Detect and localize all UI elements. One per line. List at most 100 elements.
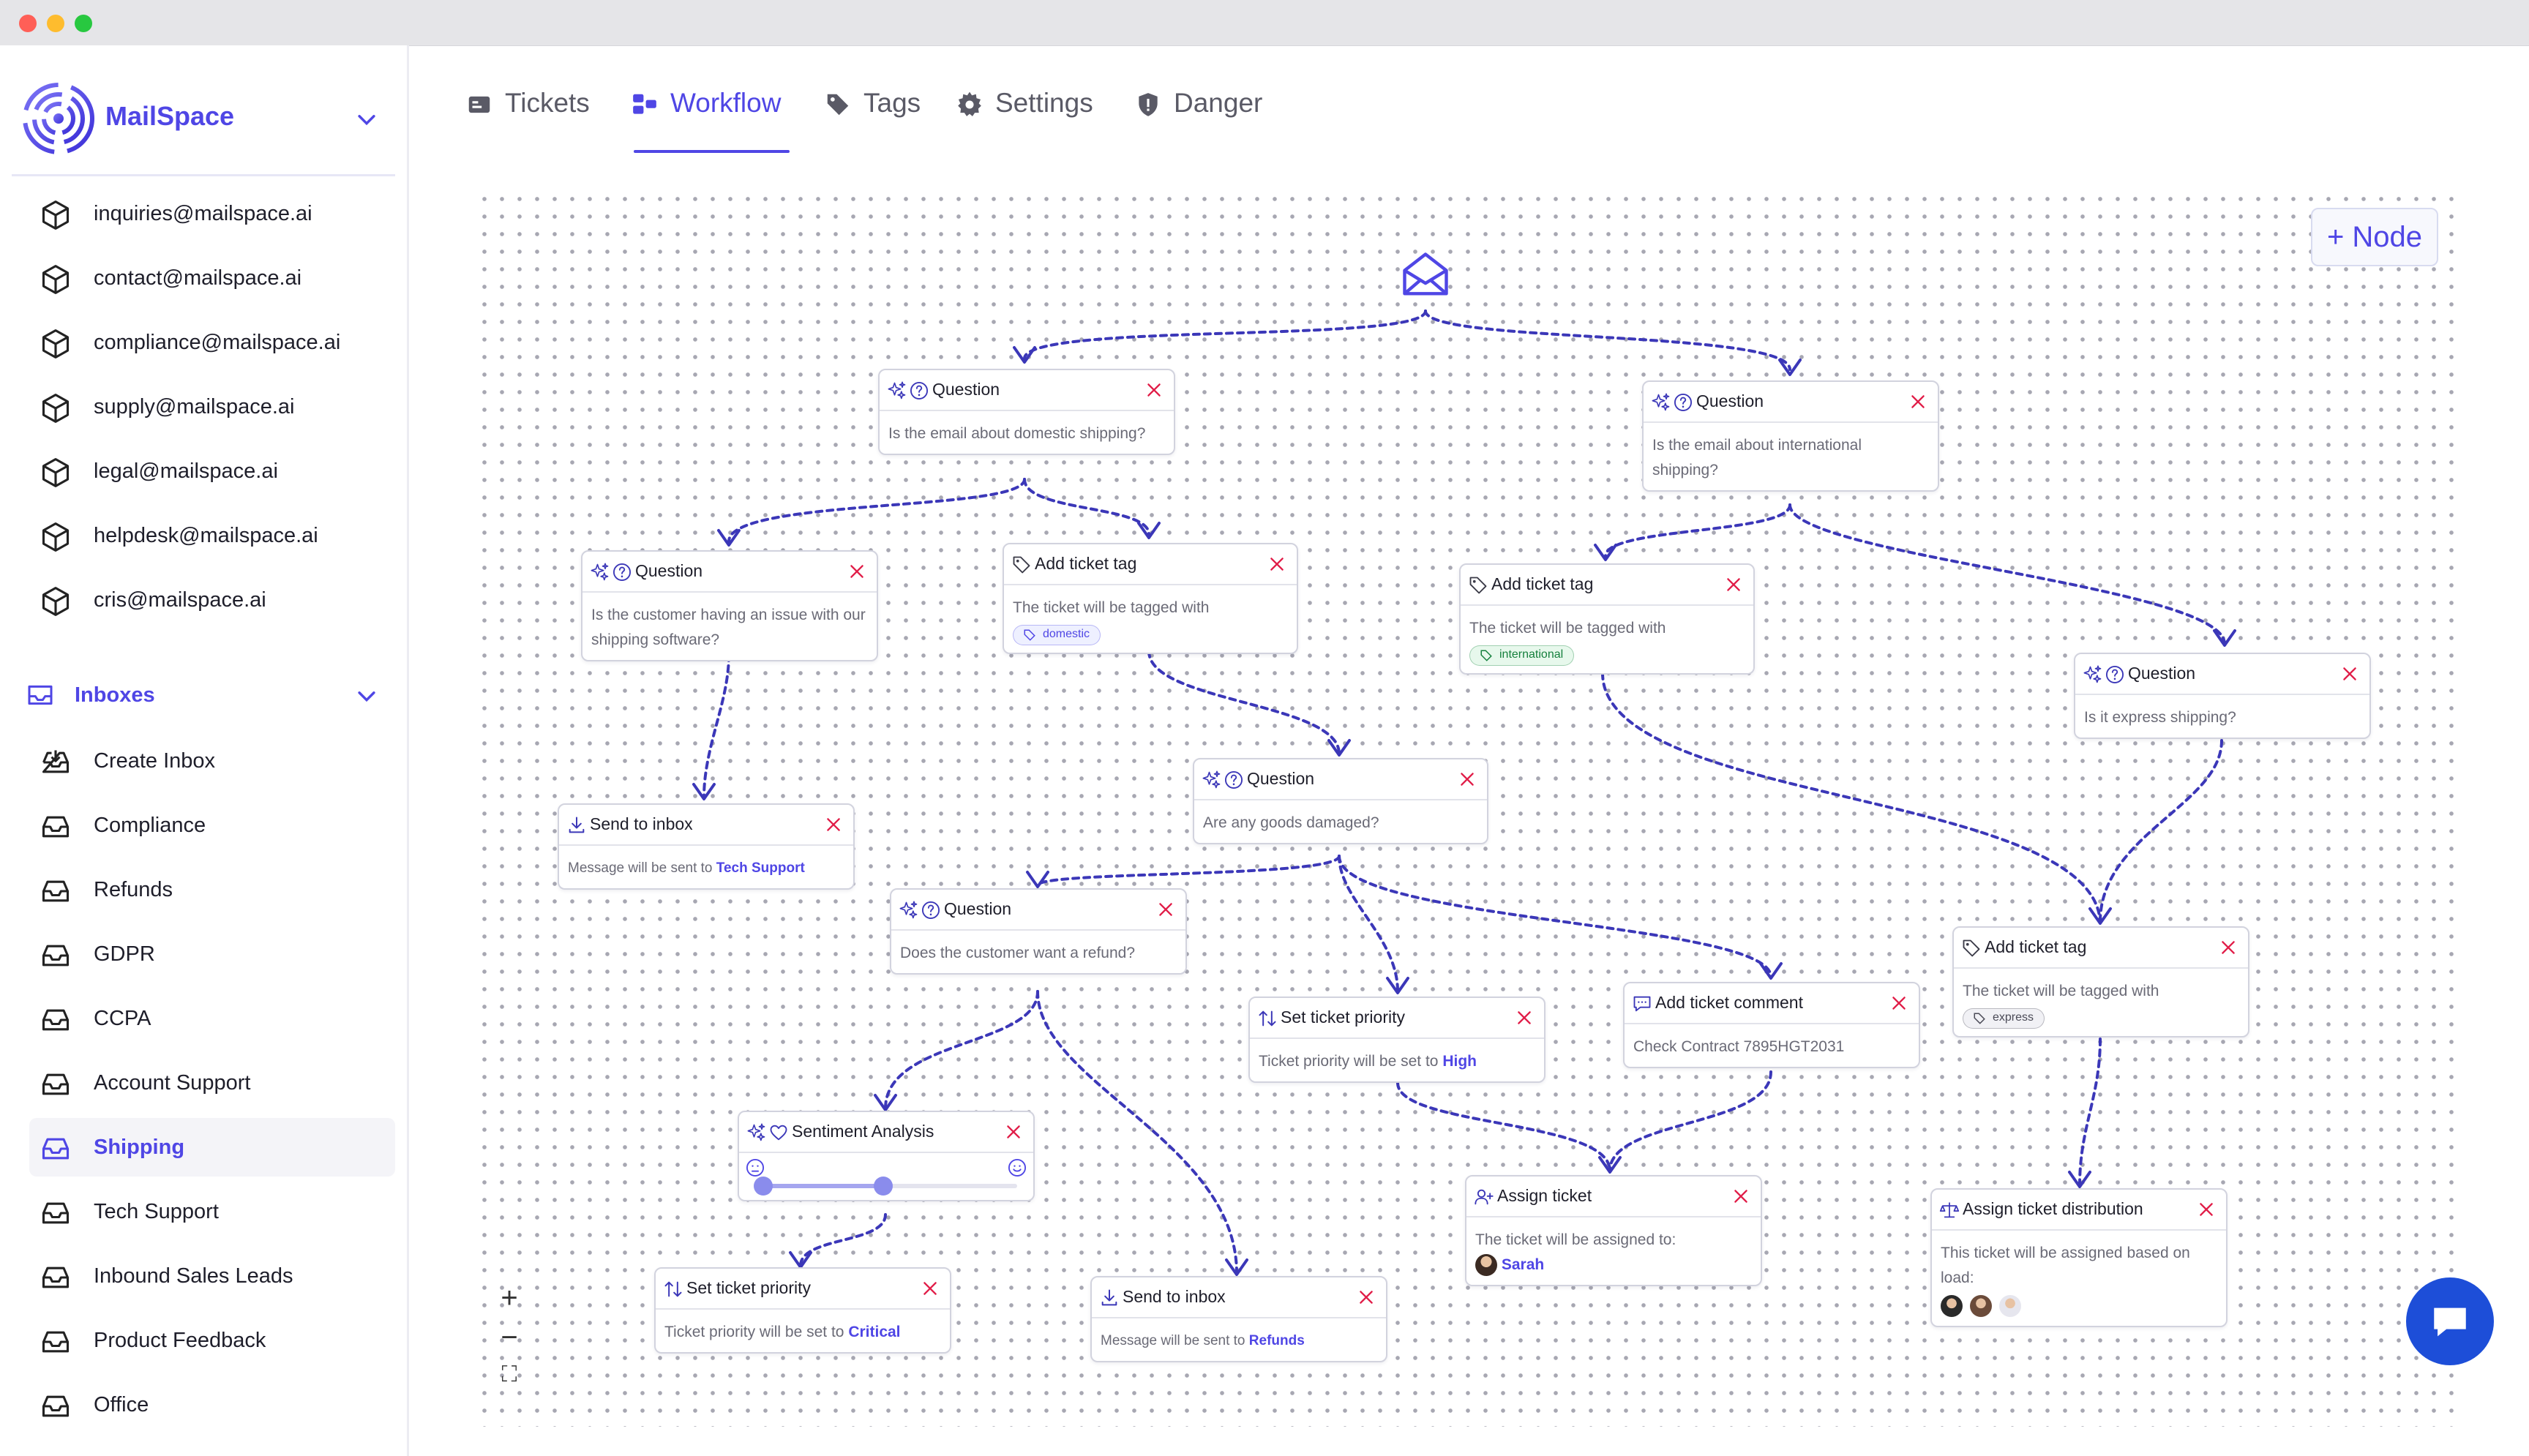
sidebar-inbox-item[interactable]: Shipping [29, 1118, 395, 1177]
chevron-down-icon[interactable] [354, 107, 379, 132]
sidebar-inbox-item[interactable]: Tech Support [29, 1182, 395, 1241]
close-icon[interactable] [2340, 664, 2359, 683]
fit-view-button[interactable]: ⛶ [501, 1362, 517, 1386]
sidebar-inbox-label: Product Feedback [94, 1329, 266, 1352]
workflow-node-q-domestic[interactable]: Question Is the email about domestic ship… [878, 369, 1175, 455]
zoom-in-button[interactable]: + [501, 1282, 518, 1314]
node-text: The ticket will be assigned to: [1475, 1231, 1676, 1248]
close-icon[interactable] [1889, 994, 1908, 1013]
sidebar-inbox-label: CCPA [94, 1007, 151, 1030]
close-icon[interactable] [1004, 1122, 1023, 1141]
tag-pill[interactable]: express [1963, 1008, 2045, 1029]
close-icon[interactable] [1357, 1288, 1376, 1307]
sidebar-inbox-item[interactable]: Product Feedback [29, 1311, 395, 1370]
chat-support-button[interactable] [2406, 1277, 2494, 1365]
sidebar-inbox-item[interactable]: Office [29, 1376, 395, 1434]
zoom-out-button[interactable]: − [501, 1321, 518, 1354]
sidebar-inbox-item[interactable]: Create Inbox [29, 732, 395, 790]
close-icon[interactable] [1458, 770, 1477, 789]
close-icon[interactable] [847, 562, 866, 581]
close-icon[interactable] [2197, 1200, 2216, 1219]
sidebar-inbox-item[interactable]: Refunds [29, 860, 395, 919]
sidebar-email-item[interactable]: cris@mailspace.ai [29, 571, 395, 629]
close-icon[interactable] [824, 815, 843, 834]
close-icon[interactable] [1156, 900, 1175, 919]
assignee-name: Sarah [1501, 1256, 1545, 1273]
node-title: Send to inbox [1123, 1287, 1226, 1306]
node-target-value: High [1442, 1053, 1477, 1070]
question-icon [2105, 664, 2125, 685]
maximize-window-button[interactable] [75, 15, 92, 32]
tag-pill[interactable]: international [1469, 645, 1575, 666]
node-text: Is the email about domestic shipping? [888, 425, 1146, 442]
sentiment-slider-handle-low[interactable] [753, 1177, 773, 1196]
ai-sparkle-icon [887, 380, 907, 401]
node-text: Is the customer having an issue with our… [591, 607, 866, 648]
sidebar-email-label: inquiries@mailspace.ai [94, 202, 312, 225]
sidebar-email-item[interactable]: helpdesk@mailspace.ai [29, 506, 395, 565]
close-icon[interactable] [1144, 380, 1164, 399]
question-icon [921, 900, 941, 920]
node-text: Does the customer want a refund? [900, 945, 1136, 961]
close-icon[interactable] [2219, 938, 2238, 957]
email-trigger-icon[interactable] [1398, 247, 1453, 303]
sidebar-inbox-label: Refunds [94, 878, 173, 901]
inboxes-section-header[interactable]: Inboxes [22, 669, 388, 720]
sidebar-inbox-item[interactable]: Account Support [29, 1054, 395, 1112]
close-icon[interactable] [921, 1279, 940, 1298]
node-text: Ticket priority will be set to [664, 1324, 844, 1340]
cube-icon [40, 328, 72, 360]
sentiment-slider-handle-high[interactable] [874, 1177, 893, 1196]
sidebar-email-label: supply@mailspace.ai [94, 395, 295, 419]
sidebar-email-item[interactable]: compliance@mailspace.ai [29, 313, 395, 372]
inbox-icon [40, 1261, 72, 1294]
node-header: Assign ticket [1466, 1177, 1761, 1217]
close-icon[interactable] [1731, 1187, 1750, 1206]
workflow-node-sentiment[interactable]: Sentiment Analysis [738, 1111, 1035, 1201]
sidebar-email-item[interactable]: inquiries@mailspace.ai [29, 184, 395, 243]
close-icon[interactable] [1267, 555, 1286, 574]
workflow-node-q-express[interactable]: Question Is it express shipping? [2074, 653, 2371, 739]
close-icon[interactable] [1515, 1008, 1534, 1027]
node-title: Assign ticket distribution [1963, 1199, 2143, 1218]
node-body: Message will be sent to Tech Support [559, 846, 853, 888]
node-text: Is it express shipping? [2084, 709, 2236, 726]
negative-face-icon [745, 1157, 765, 1178]
question-icon [1673, 392, 1693, 413]
tag-pill[interactable]: domestic [1013, 625, 1101, 645]
node-header: Question [2075, 654, 2369, 695]
chevron-down-icon[interactable] [354, 683, 379, 708]
node-title: Add ticket tag [1985, 937, 2087, 956]
close-icon[interactable] [1908, 392, 1927, 411]
sidebar-inbox-item[interactable]: GDPR [29, 925, 395, 983]
sidebar-inbox-item[interactable]: CCPA [29, 989, 395, 1048]
sidebar-inbox-item[interactable]: Compliance [29, 796, 395, 855]
node-body: The ticket will be assigned to: Sarah [1466, 1217, 1761, 1285]
sidebar-email-item[interactable]: supply@mailspace.ai [29, 378, 395, 436]
minimize-window-button[interactable] [47, 15, 64, 32]
node-header: Question [880, 370, 1174, 411]
add-node-button[interactable]: + Node [2311, 208, 2438, 266]
close-window-button[interactable] [19, 15, 37, 32]
sidebar-email-item[interactable]: contact@mailspace.ai [29, 249, 395, 307]
sidebar-email-item[interactable]: legal@mailspace.ai [29, 442, 395, 500]
assignee-row[interactable]: Sarah [1475, 1253, 1750, 1277]
assignee-avatars [1941, 1294, 2216, 1318]
close-icon[interactable] [1724, 575, 1743, 594]
node-body: Ticket priority will be set to Critical [656, 1310, 950, 1352]
sidebar-inbox-item[interactable]: Inbound Sales Leads [29, 1247, 395, 1305]
